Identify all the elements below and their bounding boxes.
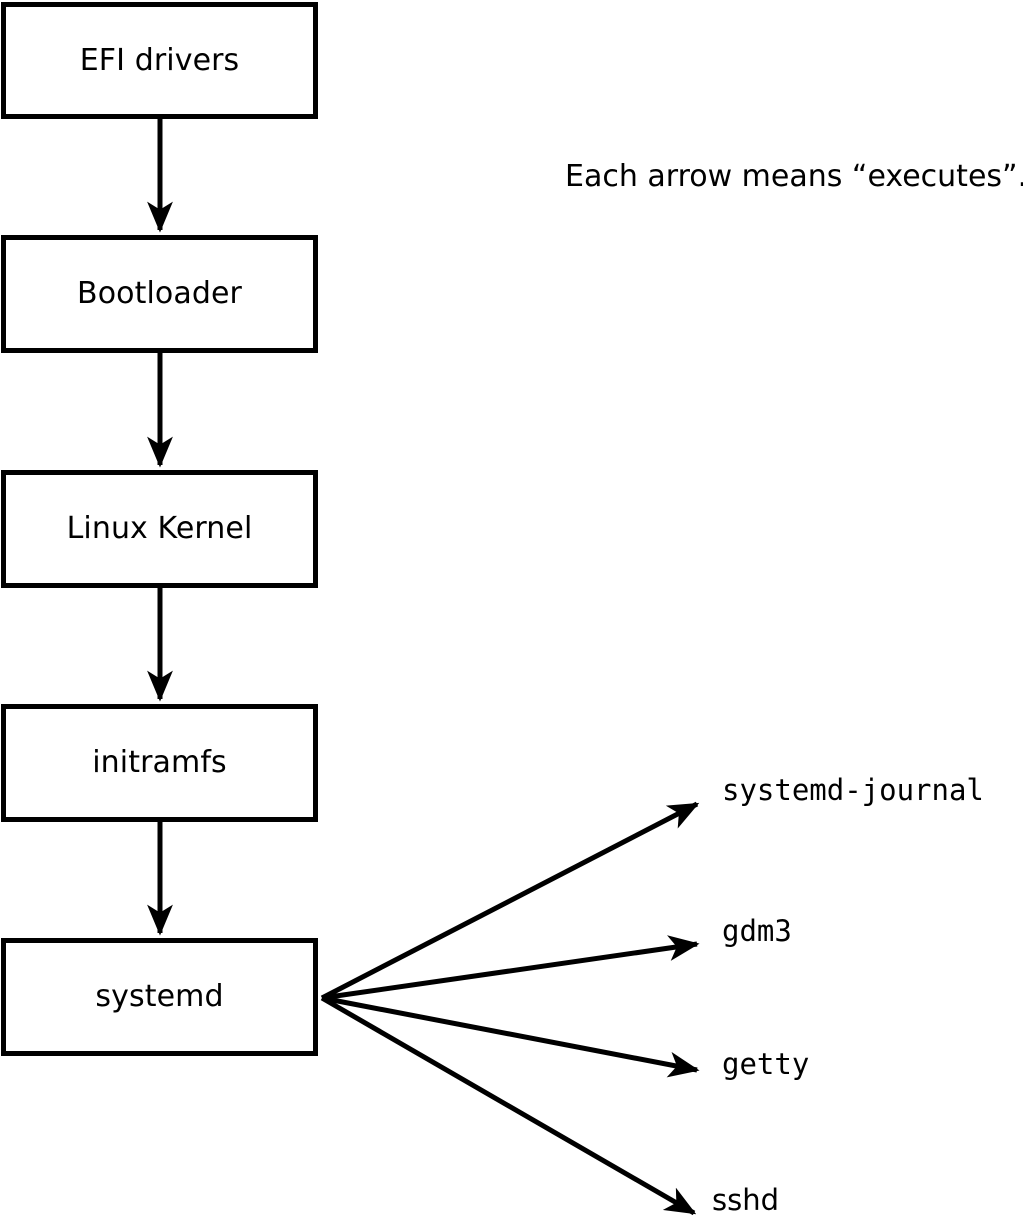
fanout-arrow-getty [321, 995, 700, 1078]
node-label-systemd: systemd [95, 979, 224, 1014]
node-label-initramfs: initramfs [92, 745, 227, 780]
leaf-label-getty[interactable]: getty [722, 1047, 810, 1081]
node-systemd[interactable]: systemd [1, 938, 318, 1056]
leaf-label-sshd[interactable]: sshd [712, 1183, 780, 1217]
node-label-linux-kernel: Linux Kernel [66, 511, 253, 546]
fanout-arrow-systemd-journal [320, 801, 700, 1001]
node-bootloader[interactable]: Bootloader [1, 235, 318, 353]
node-linux-kernel[interactable]: Linux Kernel [1, 470, 318, 588]
fanout-arrow-sshd [320, 995, 697, 1216]
node-label-bootloader: Bootloader [77, 276, 242, 311]
legend-note: Each arrow means “executes”. [565, 159, 1023, 194]
leaf-label-gdm3[interactable]: gdm3 [722, 914, 792, 948]
node-efi-drivers[interactable]: EFI drivers [1, 2, 318, 119]
node-initramfs[interactable]: initramfs [1, 704, 318, 822]
fanout-arrow-gdm3 [321, 935, 700, 1001]
leaf-label-systemd-journal[interactable]: systemd-journal [722, 773, 984, 807]
node-label-efi-drivers: EFI drivers [79, 42, 240, 78]
